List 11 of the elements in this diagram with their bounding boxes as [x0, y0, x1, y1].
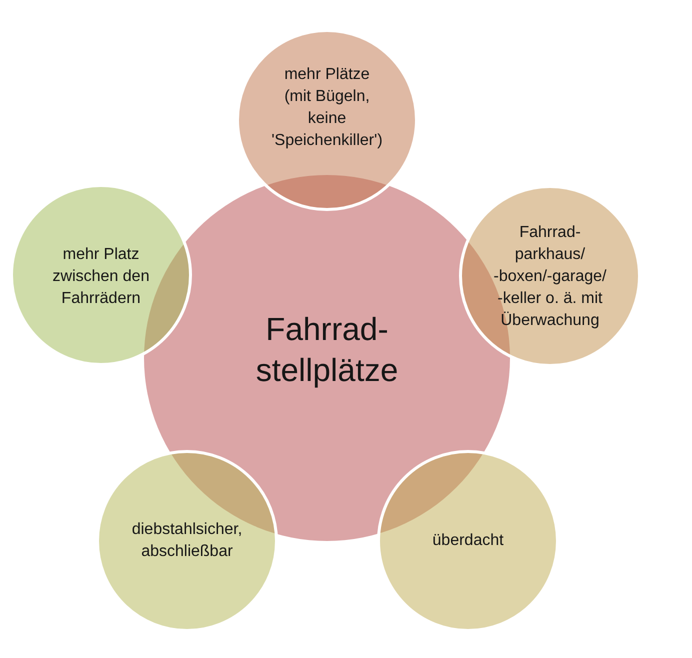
- topic-text: diebstahlsicher, abschließbar: [130, 520, 244, 562]
- topic-text: überdacht: [431, 531, 505, 551]
- topic-circle: [236, 29, 418, 211]
- topic-circle: [10, 184, 192, 366]
- topic-circle: [377, 450, 559, 632]
- topic-circle: [459, 185, 641, 367]
- topic-text: mehr Plätze (mit Bügeln, keine 'Speichenkiller'): [270, 65, 384, 151]
- topic-text: Fahrrad- parkhaus/ -boxen/-garage/ -keller o. ä. mit Überwachung: [492, 223, 608, 331]
- hub-text: Fahrrad- stellplätze: [254, 310, 400, 390]
- topic-text: mehr Platz zwischen den Fahrrädern: [52, 245, 150, 309]
- topic-circle: [96, 450, 278, 632]
